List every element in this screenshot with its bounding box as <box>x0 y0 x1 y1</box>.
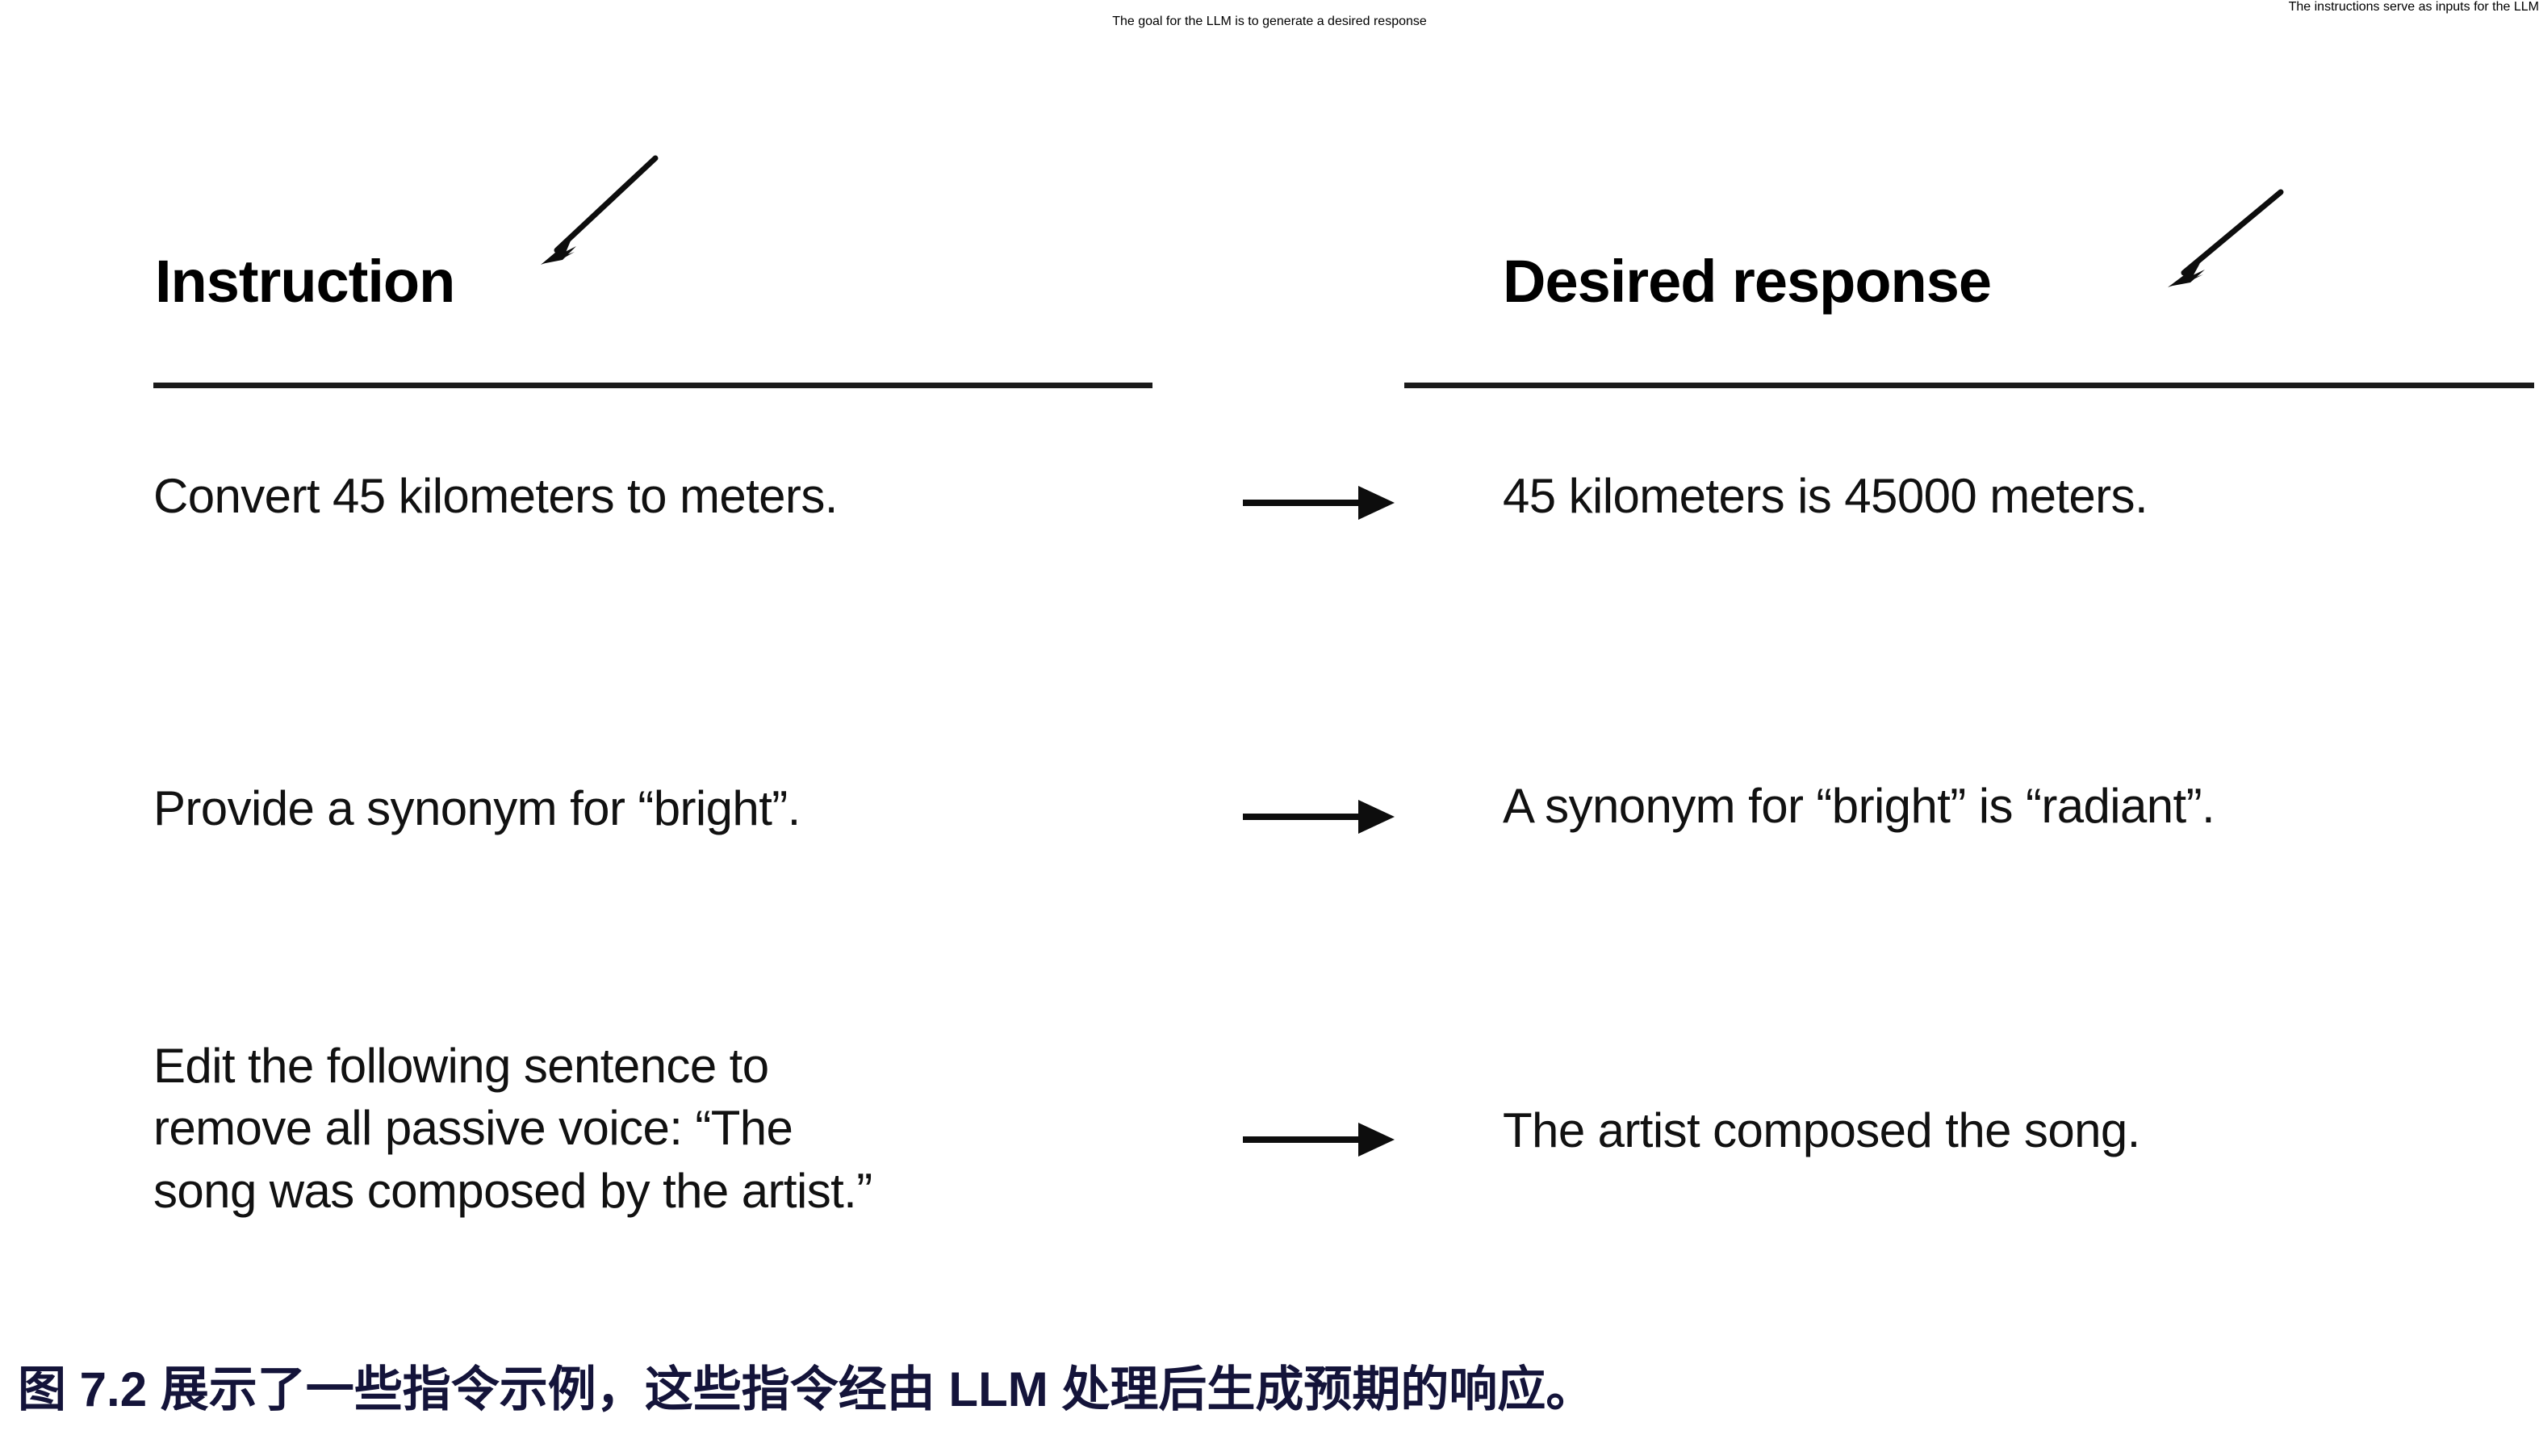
callout-left-line-1: The instructions serve as <box>2288 0 2432 14</box>
table-row-3-instruction: Edit the following sentence to remove al… <box>153 1039 872 1218</box>
row-1-right-arrow-icon <box>1243 486 1395 520</box>
column-rule-right <box>1404 383 2534 388</box>
callout-left-line-2: inputs for the LLM <box>2435 0 2539 14</box>
column-header-desired-response: Desired response <box>1503 248 1992 315</box>
table-row-1-response: 45 kilometers is 45000 meters. <box>1503 469 2148 523</box>
table-row-3-response: The artist composed the song. <box>1503 1103 2140 1157</box>
row-2-right-arrow-icon <box>1243 800 1395 834</box>
column-header-instruction: Instruction <box>155 248 455 315</box>
row-3-right-arrow-icon <box>1243 1123 1395 1157</box>
callout-left-arrow-icon <box>541 155 659 265</box>
table-row-1-instruction: Convert 45 kilometers to meters. <box>153 469 838 523</box>
table-row-2-response: A synonym for “bright” is “radiant”. <box>1503 779 2215 833</box>
callout-right-line-1: The goal for the LLM is to <box>1112 15 1259 28</box>
callout-right-line-2: generate a desired response <box>1262 15 1427 28</box>
table-row-2-instruction: Provide a synonym for “bright”. <box>153 781 801 835</box>
callout-right-text: The goal for the LLM is to generate a de… <box>0 15 2539 29</box>
callout-right-arrow-icon <box>2168 189 2284 287</box>
column-rule-left <box>153 383 1152 388</box>
figure-caption: 图 7.2 展示了一些指令示例，这些指令经由 LLM 处理后生成预期的响应。 <box>18 1362 1595 1416</box>
callout-left-text: The instructions serve as inputs for the… <box>0 0 2539 15</box>
